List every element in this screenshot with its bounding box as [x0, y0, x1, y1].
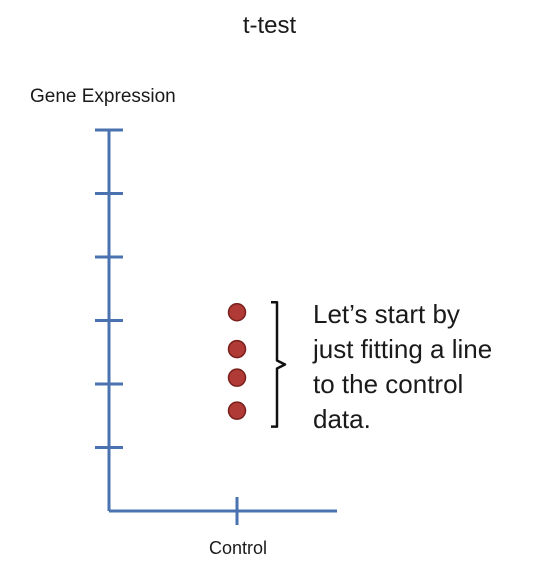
data-point-control-2 [227, 339, 247, 359]
y-axis-label: Gene Expression [30, 86, 176, 107]
annotation-bracket [271, 300, 287, 428]
annotation-text: Let’s start by just fitting a line to th… [313, 297, 492, 437]
annotation-line-1: Let’s start by [313, 299, 460, 329]
annotation-line-2: just fitting a line [313, 334, 493, 364]
annotation-line-3: to the control [313, 369, 464, 399]
data-point-control-4 [227, 401, 247, 420]
chart-title: t-test [242, 12, 297, 39]
data-point-control-1 [227, 302, 247, 322]
x-tick-label-control: Control [208, 538, 268, 558]
data-point-control-3 [227, 368, 247, 387]
annotation-line-4: data. [313, 404, 371, 434]
